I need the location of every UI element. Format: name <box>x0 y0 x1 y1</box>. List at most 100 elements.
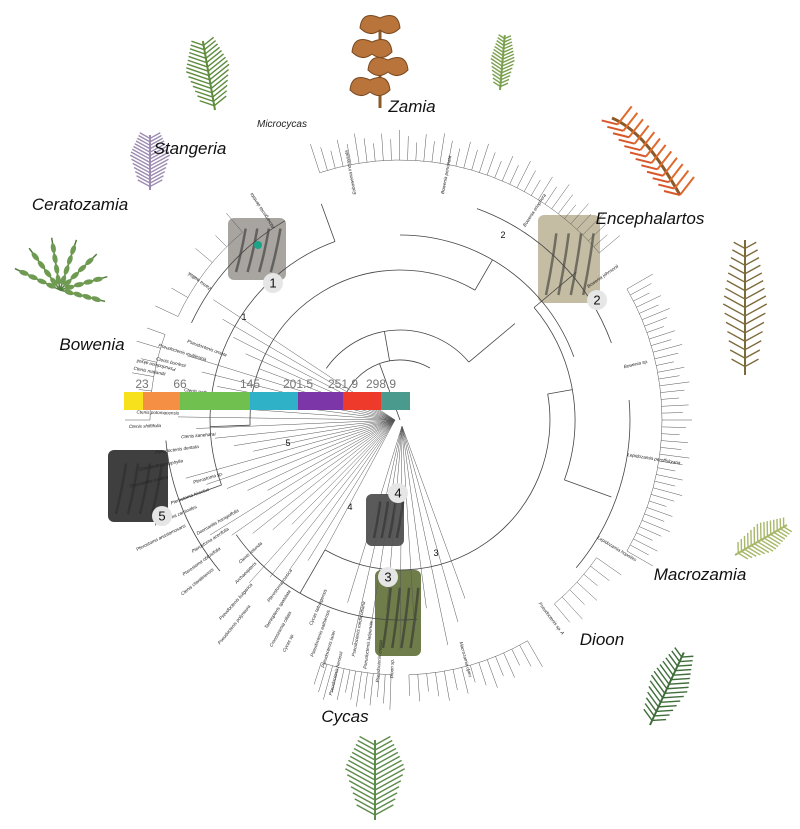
tree-branch-19 <box>468 323 516 363</box>
tip-label: Pterostoma rossica <box>266 568 293 603</box>
fossil-4-image <box>366 494 405 546</box>
macrozamia-crown-clade <box>554 557 622 623</box>
genus-label-dioon: Dioon <box>580 630 624 649</box>
tip-label: Bowenia penninata <box>440 155 452 195</box>
tree-branch-18 <box>325 329 470 369</box>
timescale-tick-label: 66 <box>173 377 187 391</box>
node-marker-number: 1 <box>241 312 246 322</box>
fossil-1-image <box>228 218 286 280</box>
fossil-badge-5 <box>152 506 172 526</box>
zamia-crown-clade <box>310 130 621 254</box>
fossil-badge-number: 5 <box>158 509 165 524</box>
tree-branch-17 <box>575 399 631 569</box>
genus-label-cycas: Cycas <box>321 707 369 726</box>
genus-labels-layer: ZamiaStangeriaCeratozamiaEncephalartosBo… <box>32 97 746 726</box>
zamia-cone-icon <box>349 15 409 108</box>
timescale-band <box>250 392 298 410</box>
encephalartos-red-plant-icon <box>601 105 695 196</box>
tip-label: Pseudoctenis crassa <box>375 640 383 683</box>
genus-label-ceratozamia: Ceratozamia <box>32 195 128 214</box>
tree-branch-14 <box>533 271 577 308</box>
genus-label-zamia: Zamia <box>387 97 435 116</box>
timescale-band <box>381 392 410 410</box>
timescale-tick-label: 145 <box>240 377 260 391</box>
tree-branch-20 <box>384 331 390 361</box>
fossil-badge-number: 4 <box>394 486 401 501</box>
timescale-tick-label: 201.5 <box>283 377 313 391</box>
tree-branch-3 <box>209 241 336 486</box>
tip-label: Pseudoctenis latipennis <box>362 620 374 669</box>
tip-label: Ctenis nathorstii <box>184 387 218 396</box>
genus-label-microcycas: Microcycas <box>257 119 307 130</box>
tip-label: Ctenis potomacensis <box>136 410 179 416</box>
genus-label-macrozamia: Macrozamia <box>654 565 747 584</box>
tree-branch-7 <box>191 220 286 323</box>
node-marker-number: 3 <box>433 548 438 558</box>
fossil-badge-number: 3 <box>384 570 391 585</box>
timescale-tick-label: 251.9 <box>328 377 358 391</box>
tip-label: Cycas sp. <box>282 633 295 653</box>
timescale-band <box>124 392 143 410</box>
dioon-crown-clade <box>408 640 543 702</box>
illustrations-layer <box>14 15 793 820</box>
tip-label: Pseudoctenis medlicottiana <box>351 601 366 657</box>
encephalartos-crown-clade <box>626 273 692 567</box>
tip-label: Bowenia sp. <box>623 359 649 370</box>
tip-label: Lepidozamia peroffskyana <box>627 452 681 465</box>
fossil-badge-2 <box>587 290 607 310</box>
tree-branch-22 <box>379 363 401 421</box>
tree-branch-1 <box>210 424 251 427</box>
node-marker-number: 5 <box>285 438 290 448</box>
fossil-3-image <box>375 570 421 656</box>
fossil-badge-number: 1 <box>269 276 276 291</box>
tree-branch-11 <box>299 549 326 594</box>
tip-label: Pterostoma obtusifolia <box>182 546 222 577</box>
tip-label: Ctenis mailandii <box>133 366 167 377</box>
tip-label: Pterostoma hirsutus <box>170 486 211 505</box>
tip-label: Pseudoctenis herriesii <box>328 650 344 696</box>
genus-label-encephalartos: Encephalartos <box>596 209 705 228</box>
tree-branch-5 <box>179 484 222 501</box>
fossil-badge-1 <box>263 273 283 293</box>
timescale-band <box>180 392 250 410</box>
node-marker-number: 2 <box>500 230 505 240</box>
node-marker-number: 4 <box>347 502 352 512</box>
timescale-bar: 23 66 145 201.5 251.9 298.9 <box>124 377 410 410</box>
tip-label: Zamia wallisii <box>186 271 213 292</box>
tip-label: Pseudoctenis sp. A <box>538 601 566 635</box>
cycas-crown-clade <box>313 662 392 710</box>
tip-label: Pterostoma anastomosans <box>135 523 187 552</box>
tip-label: Ctenis shiftifolia <box>129 423 162 429</box>
timescale-tick-label: 298.9 <box>366 377 396 391</box>
cycas-plant-icon <box>345 735 405 820</box>
tip-label: Taeniopteris spatulata <box>263 589 292 630</box>
encephalartos-plant-icon <box>722 240 768 375</box>
tree-branch-9 <box>324 393 551 571</box>
fossil-badge-4 <box>388 483 408 503</box>
genus-label-bowenia: Bowenia <box>59 335 124 354</box>
tree-branch-12 <box>533 307 576 481</box>
fossil-badge-3 <box>378 567 398 587</box>
tip-label: Ctenis rotunda <box>238 541 264 565</box>
bowenia-plant-icon <box>14 237 108 303</box>
genus-label-stangeria: Stangeria <box>154 139 227 158</box>
tree-branch-2 <box>474 259 493 291</box>
zamia-plant-icon <box>490 34 515 91</box>
dioon-plant-icon <box>643 647 694 726</box>
tree-branch-10 <box>547 389 573 395</box>
fossil-1-marker-dot <box>254 241 262 249</box>
tip-label: Lepidozamia hopeites <box>597 535 638 563</box>
tree-branch-13 <box>235 534 418 621</box>
tree-branch-4 <box>399 234 575 357</box>
tip-label: Pseudoctenis polyneura <box>217 604 252 646</box>
macrozamia-plant-icon <box>734 517 793 560</box>
timescale-band <box>343 392 381 410</box>
fossil-5-image <box>108 450 168 522</box>
timescale-tick-label: 23 <box>135 377 149 391</box>
tip-label: Pseudoctenis dentata <box>155 444 200 455</box>
tree-branch-16 <box>476 208 612 344</box>
ceratozamia-crown-clade <box>155 213 243 317</box>
tree-branch-15 <box>564 479 612 498</box>
